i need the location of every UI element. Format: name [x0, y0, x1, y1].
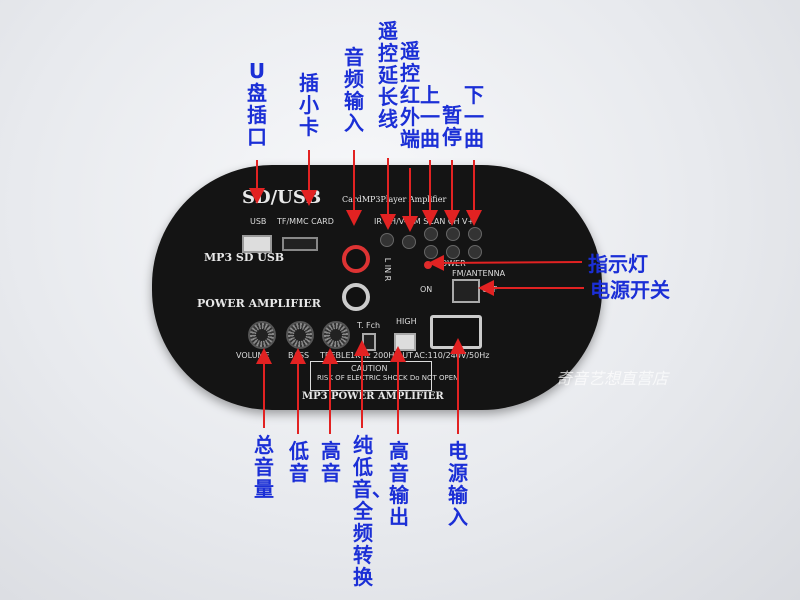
callout-pause: 暂停 — [442, 103, 462, 149]
ac-label: AC:110/240V/50Hz — [414, 351, 490, 360]
callout-sd-card: 插小卡 — [299, 71, 319, 139]
callout-audio-input: 音频输入 — [344, 45, 364, 135]
prev-button[interactable] — [424, 227, 438, 241]
rca-input-right[interactable] — [342, 245, 370, 273]
callout-power-input: 电源输入 — [448, 439, 468, 529]
callout-usb-port: U盘插口 — [247, 59, 267, 149]
usb-port[interactable] — [242, 235, 272, 253]
caution-body: RISK OF ELECTRIC SHOCK Do NOT OPEN — [317, 374, 459, 382]
brand-subtitle: CardMP3Player Amplifier — [342, 195, 447, 204]
volume-knob[interactable] — [248, 321, 276, 349]
high-label: HIGH — [396, 317, 417, 326]
button-row2-b[interactable] — [446, 245, 460, 259]
callout-bass: 低音 — [289, 439, 309, 485]
tfch-label: T. Fch — [357, 321, 381, 330]
watermark: 奇音艺想直营店 — [555, 369, 668, 388]
treble-knob[interactable] — [322, 321, 350, 349]
next-button[interactable] — [468, 227, 482, 241]
callout-high-out: 高音输出 — [389, 439, 409, 529]
volume-label: VOLUME — [236, 351, 270, 360]
callout-power-switch: 电源开关 — [590, 278, 670, 302]
caution-title: CAUTION — [351, 364, 388, 373]
arrow-indicator — [428, 254, 583, 271]
rca-input-left[interactable] — [342, 283, 370, 311]
freq-label: 1KHz 200Hz — [350, 351, 399, 360]
power-input-socket[interactable] — [430, 315, 482, 349]
usb-label: USB — [250, 217, 267, 226]
callout-next: 下一曲 — [464, 83, 484, 151]
on-label: ON — [420, 285, 433, 294]
ir-receiver — [402, 235, 416, 249]
remote-ext-jack[interactable] — [380, 233, 394, 247]
button-row2-c[interactable] — [468, 245, 482, 259]
sd-label: TF/MMC CARD — [277, 217, 334, 226]
callout-ir-receiver: 遥控红外端 — [400, 39, 420, 151]
callout-volume: 总音量 — [254, 433, 274, 501]
power-indicator-led — [424, 261, 432, 269]
panel-line2: POWER AMPLIFIER — [197, 297, 321, 310]
callout-remote-ext: 遥控延长线 — [378, 19, 398, 131]
callout-treble: 高音 — [321, 439, 341, 485]
sd-card-slot[interactable] — [282, 237, 318, 251]
callout-prev: 上一曲 — [420, 83, 440, 151]
pause-button[interactable] — [446, 227, 460, 241]
bottom-label: MP3 POWER AMPLIFIER — [302, 391, 444, 402]
caution-box: CAUTION RISK OF ELECTRIC SHOCK Do NOT OP… — [310, 361, 458, 391]
fm-label: FM/ANTENNA — [452, 269, 506, 278]
bass-knob[interactable] — [286, 321, 314, 349]
callout-indicator: 指示灯 — [588, 252, 648, 276]
panel-line1: MP3 SD USB — [204, 251, 285, 264]
